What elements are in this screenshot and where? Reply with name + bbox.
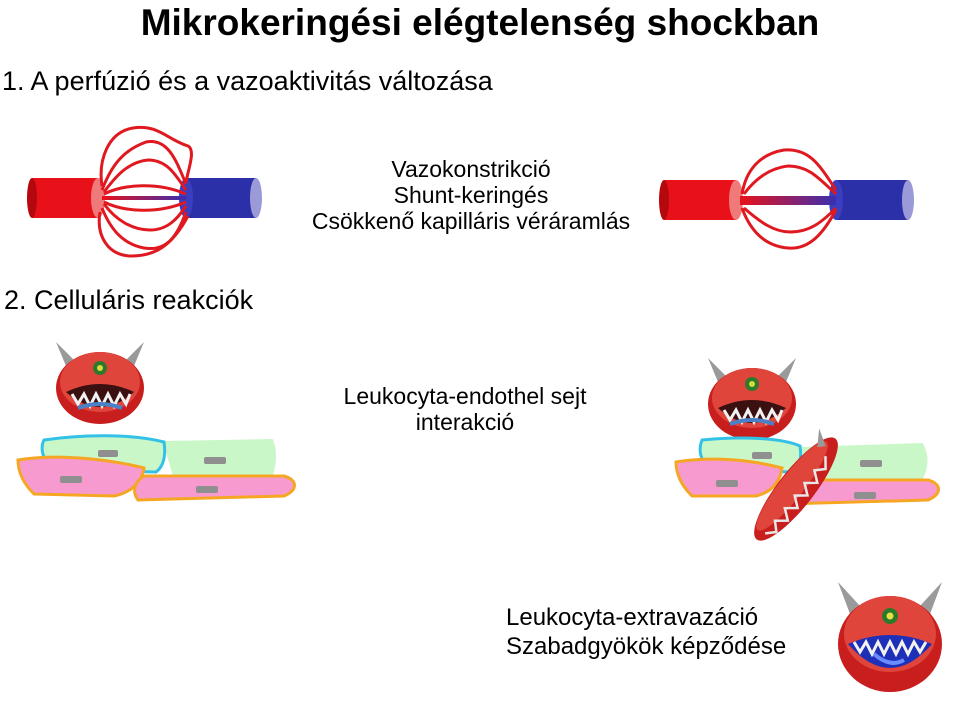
capillary-loops [97, 125, 193, 258]
label-shunt-keringes: Shunt-keringés [393, 182, 549, 208]
nucleus-icon [860, 460, 882, 467]
leukocyte-monster-icon [56, 342, 144, 424]
shunt-vessel [740, 196, 836, 205]
nucleus-icon [716, 480, 738, 487]
vein-icon [179, 178, 262, 218]
leukocyte-monster-icon [708, 358, 796, 440]
artery-icon [27, 178, 105, 218]
vein-icon [829, 180, 914, 220]
capillary-loops [740, 148, 838, 250]
label-csokkeno-veraramlas: Csökkenő kapilláris véráramlás [311, 208, 631, 234]
label-szabadgyokok: Szabadgyökök képződése [506, 633, 787, 660]
nucleus-icon [752, 452, 772, 459]
capillary-bed-constricted [659, 148, 914, 250]
transmigrating-leukocyte-icon [754, 428, 838, 541]
section-2-heading: 2. Celluláris reakciók [4, 285, 254, 315]
label-leukocyta-extravazacio: Leukocyta-extravazáció [506, 604, 759, 631]
label-leukocyta-endothel: Leukocyta-endothel sejt [343, 383, 587, 409]
shunt-vessel [102, 196, 186, 200]
interaction-labels: Leukocyta-endothel sejt interakció [300, 383, 630, 435]
capillary-bed-normal [27, 125, 262, 258]
section-1-heading: 1. A perfúzió és a vazoaktivitás változá… [2, 66, 493, 96]
nucleus-icon [98, 450, 118, 457]
activated-leukocyte-icon [838, 582, 942, 692]
nucleus-icon [204, 457, 226, 464]
extravasation-labels: Leukocyta-extravazáció Szabadgyökök képz… [506, 603, 826, 661]
endothelial-cells-left [16, 434, 296, 502]
page-title: Mikrokeringési elégtelenség shockban [140, 2, 820, 43]
vasoconstriction-labels: Vazokonstrikció Shunt-keringés Csökkenő … [268, 156, 674, 234]
nucleus-icon [60, 476, 82, 483]
endothelial-cell-icon [674, 457, 784, 498]
label-interakcio: interakció [415, 409, 515, 435]
nucleus-icon [854, 492, 876, 499]
label-vazokonstrikcio: Vazokonstrikció [391, 156, 551, 182]
nucleus-icon [196, 486, 218, 493]
artery-icon [659, 180, 743, 220]
